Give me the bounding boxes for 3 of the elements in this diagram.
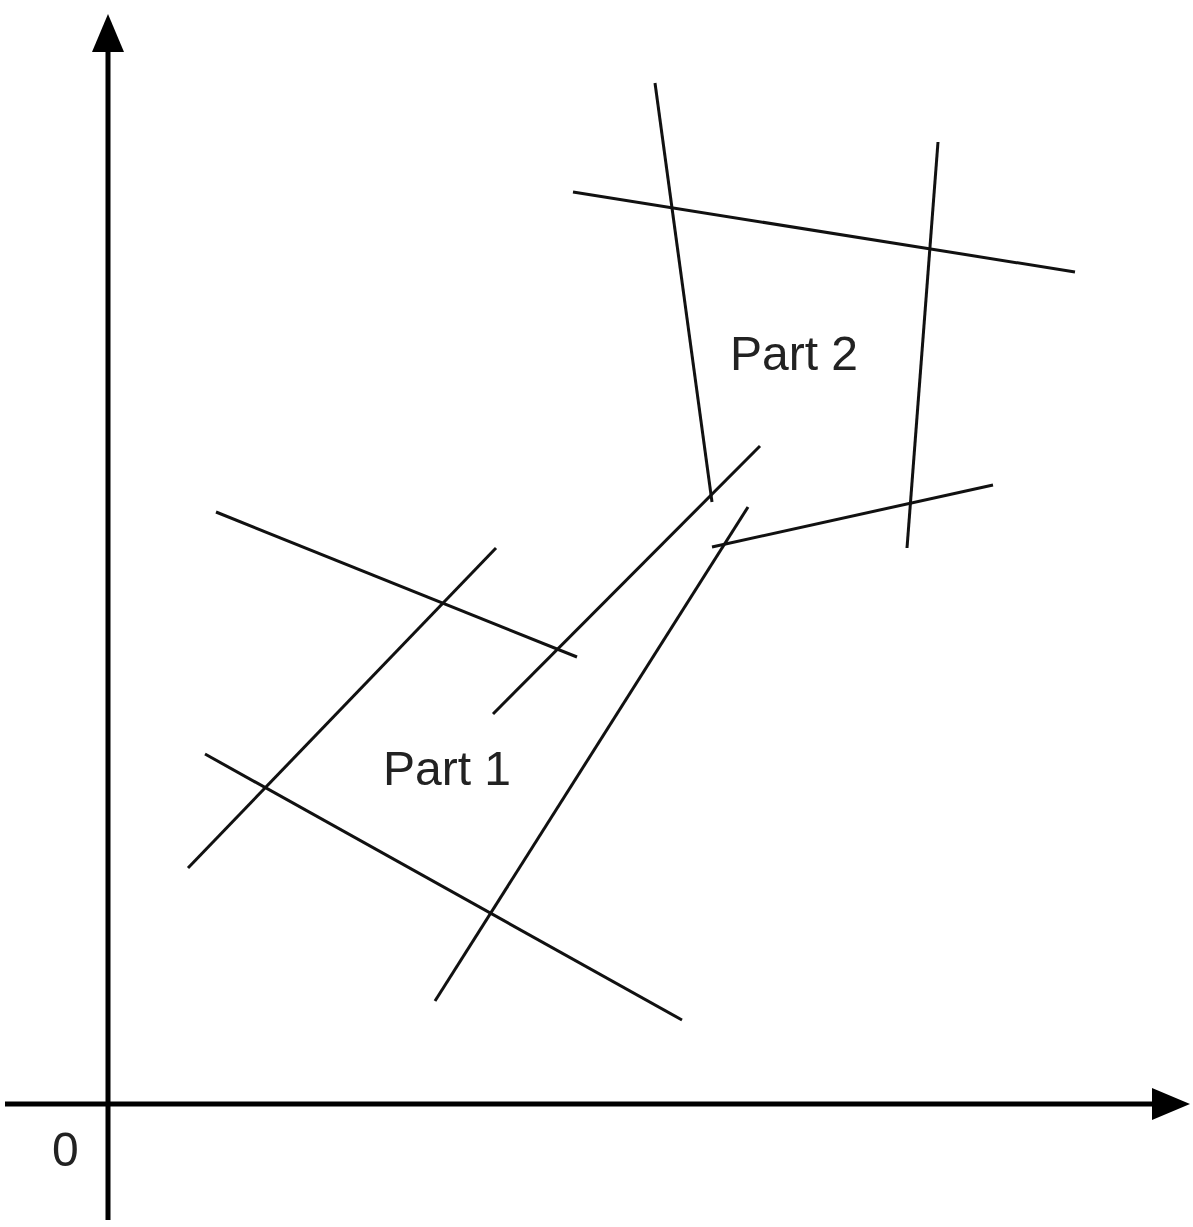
- part-label: Part 1: [383, 745, 512, 793]
- part-label: Part 2: [730, 330, 859, 378]
- origin-label: 0: [52, 1126, 79, 1174]
